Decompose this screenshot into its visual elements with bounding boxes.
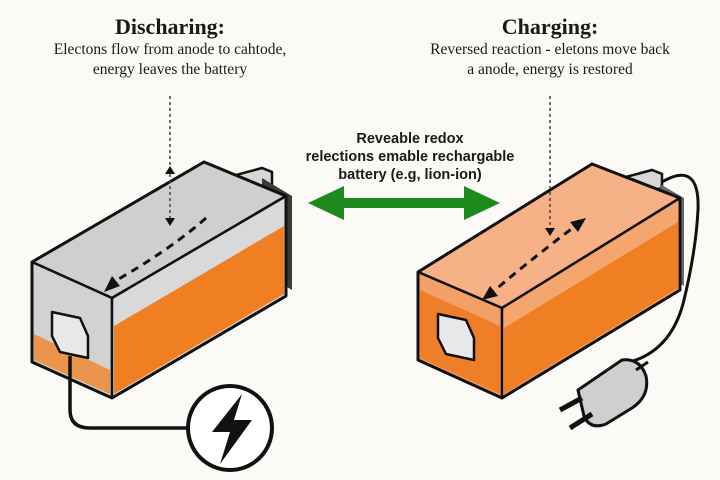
- charging-battery: [416, 96, 700, 431]
- charging-line-1: Reversed reaction - eletons move back: [430, 41, 670, 58]
- charging-line-2: a anode, energy is restored: [467, 61, 633, 78]
- discharging-title: Discharing:: [115, 14, 225, 39]
- charger-cord: [629, 173, 700, 364]
- electron-flow-arrow: [487, 222, 579, 298]
- electrolyte-fill: [504, 222, 678, 394]
- electron-flow-arrow: [109, 216, 207, 286]
- electrolyte-front: [34, 334, 110, 394]
- load-wire: [68, 356, 188, 430]
- electrolyte-fill: [114, 226, 284, 394]
- rechargeable-label: Reveable redox relections emable recharg…: [255, 130, 565, 184]
- center-line-3: battery (e.g, lion-ion): [338, 167, 482, 183]
- charging-title: Charging:: [501, 14, 599, 39]
- lightning-bolt-icon: [186, 384, 274, 472]
- double-headed-arrow: [308, 186, 500, 220]
- charging-caption: Charging: Reversed reaction - eletons mo…: [380, 14, 720, 80]
- center-line-2: relections emable rechargable: [305, 149, 515, 165]
- discharging-caption: Discharing: Electons flow from anode to …: [0, 14, 340, 80]
- center-line-1: Reveable redox: [356, 131, 464, 147]
- front-terminal: [50, 310, 90, 360]
- discharging-battery: [30, 96, 292, 472]
- discharging-line-2: energy leaves the battery: [92, 61, 248, 78]
- discharging-line-1: Electons flow from anode to cahtode,: [53, 41, 287, 58]
- power-plug-icon: [558, 358, 649, 431]
- front-terminal: [436, 312, 476, 362]
